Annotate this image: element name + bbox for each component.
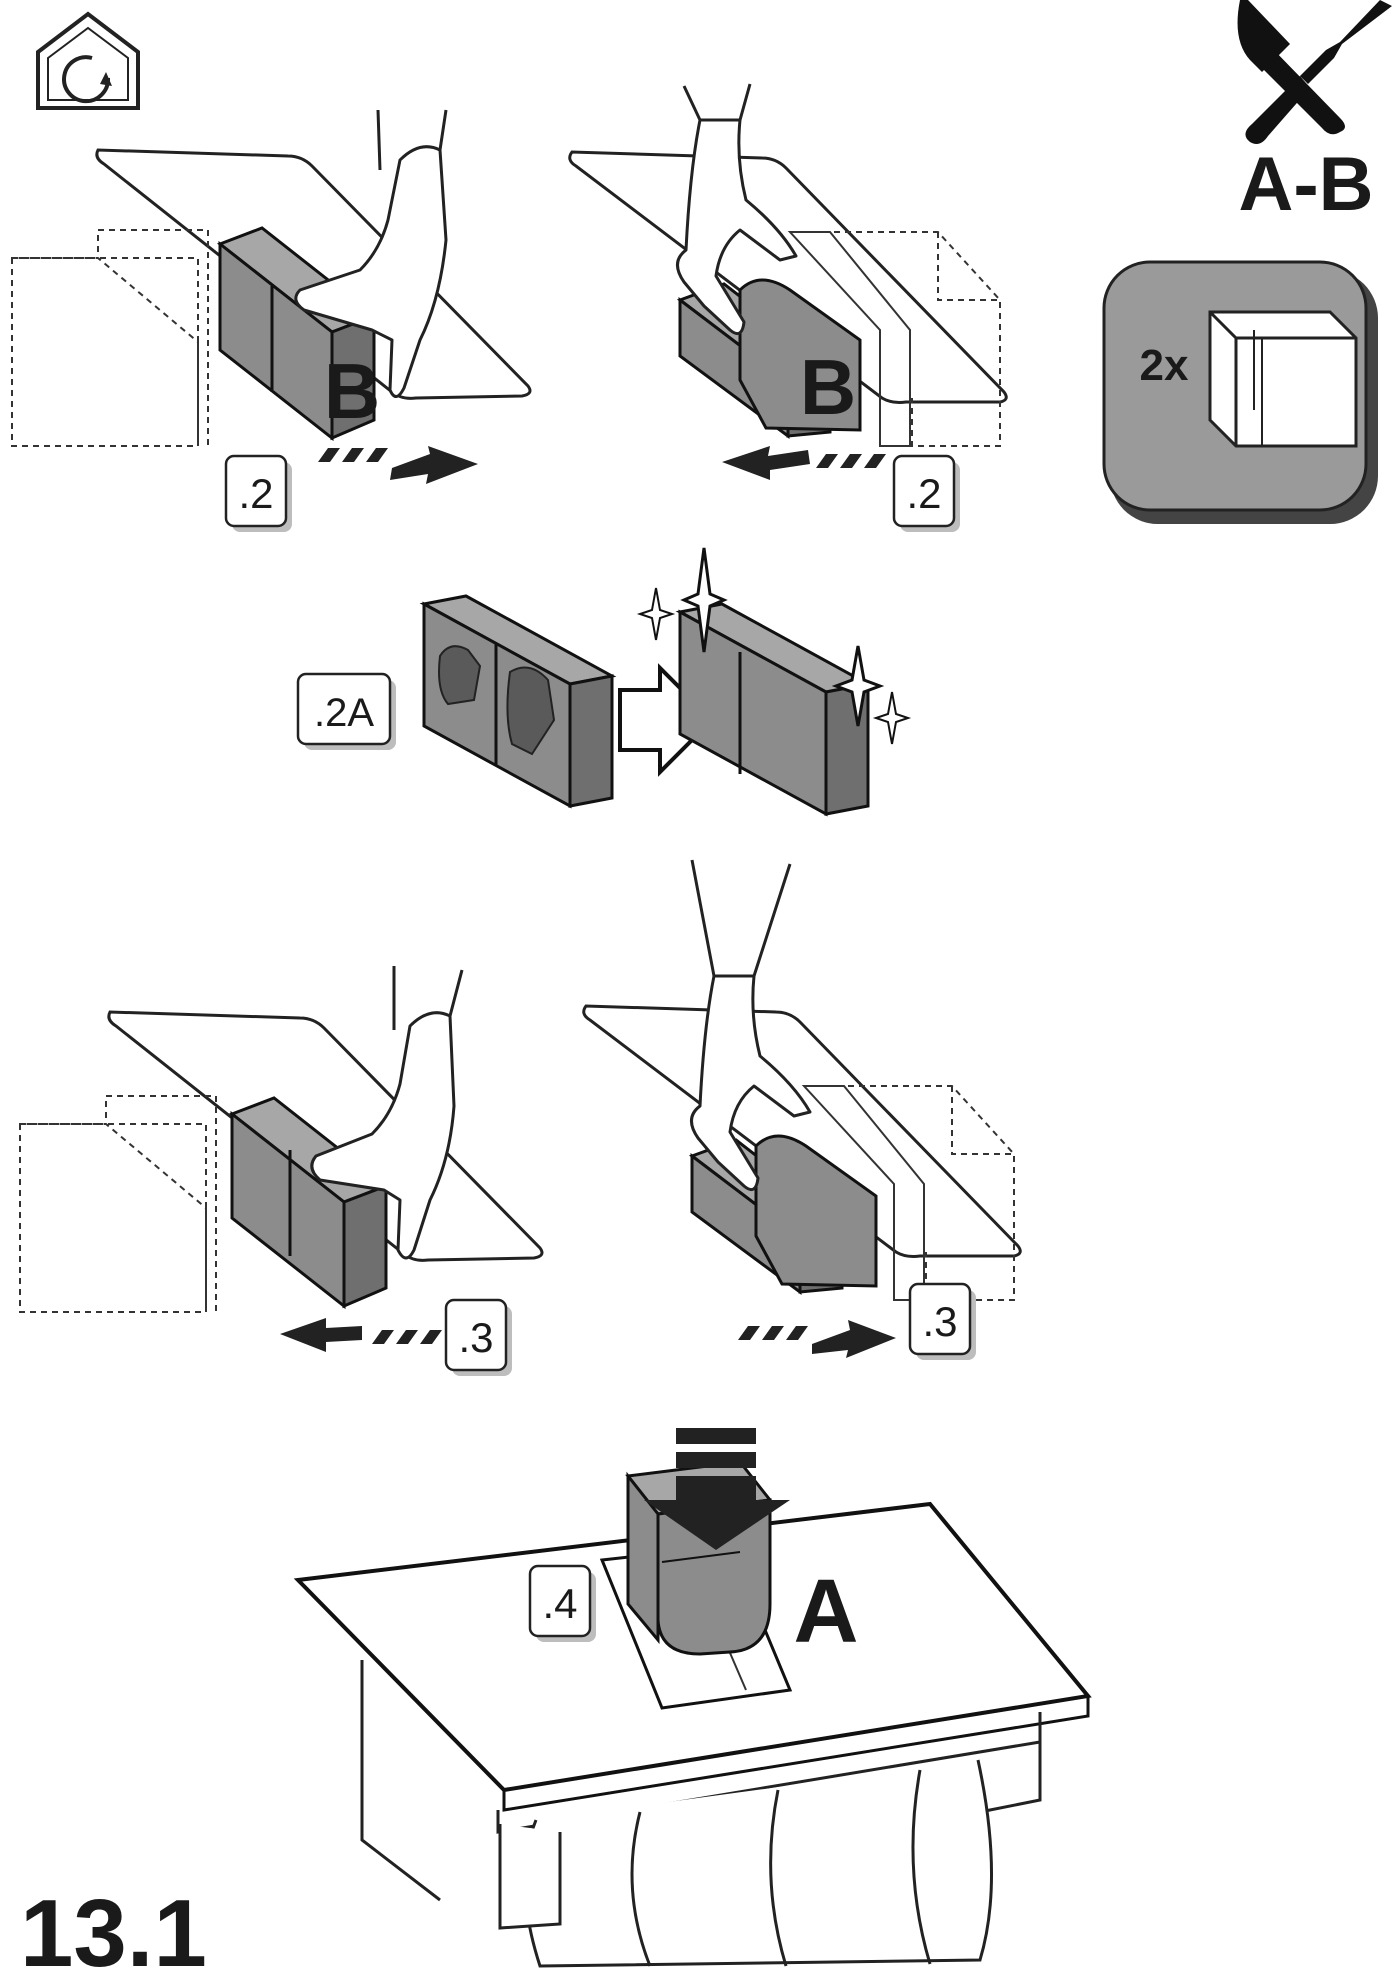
clean-filter-scene: .2A (296, 547, 912, 817)
page-number: 13.1 (20, 1880, 207, 1976)
step-tag-install: .4 (528, 1564, 596, 1642)
part-label-a: A (794, 1562, 859, 1662)
filter-label-b-left: B (324, 347, 380, 435)
quantity-panel: 2x (1102, 260, 1378, 524)
svg-text:.2: .2 (906, 470, 941, 517)
step-tag-clean: .2A (296, 672, 396, 750)
svg-text:.4: .4 (542, 1580, 577, 1627)
sparkle-icon (636, 547, 912, 745)
svg-text:.2: .2 (238, 470, 273, 517)
arrow-down-icon (644, 1428, 790, 1550)
remove-filter-right-scene: B .2 (568, 83, 1008, 532)
svg-text:.3: .3 (458, 1314, 493, 1361)
quantity-label: 2x (1140, 341, 1189, 390)
remove-filter-left-scene: B .2 (11, 109, 532, 532)
svg-text:.2A: .2A (314, 691, 374, 735)
insert-filter-left-scene: .3 (19, 966, 544, 1376)
arrow-left-icon (722, 446, 886, 480)
insert-filter-right-scene: .3 (582, 859, 1022, 1360)
arrow-left-icon-2 (280, 1318, 442, 1352)
install-scene: A .4 (293, 1428, 1092, 1968)
step-tag-insert-left: .3 (444, 1298, 512, 1376)
house-rotate-icon (36, 11, 140, 110)
tools-label: A-B (1238, 142, 1373, 227)
filter-icon (1208, 310, 1358, 448)
step-tag-remove-left: .2 (224, 454, 292, 532)
process-arrow-icon (618, 663, 715, 777)
svg-text:.3: .3 (922, 1298, 957, 1345)
arrow-right-icon (318, 446, 478, 484)
tools-icon (1237, 0, 1392, 144)
step-tag-remove-right: .2 (892, 454, 960, 532)
arrow-right-icon-2 (738, 1320, 896, 1358)
filter-label-b-right: B (800, 343, 856, 431)
step-tag-insert-right: .3 (908, 1282, 976, 1360)
